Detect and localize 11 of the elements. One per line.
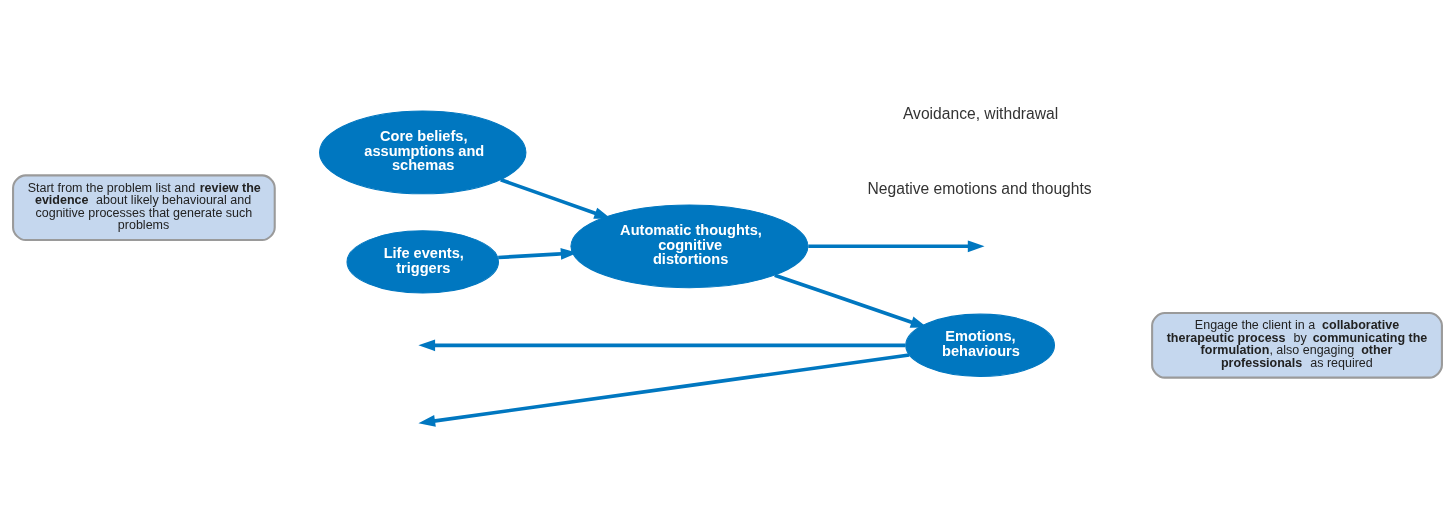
node-box: Engage the client in a collaborative therapeutic process by communicating the formulation, also engaging other professionals as required	[1151, 311, 1443, 379]
node-ellipse: Automatic thoughts, cognitive distortions	[570, 203, 809, 288]
arrow	[418, 338, 906, 351]
node-box: Start from the problem list and review the evidence about likely behavioural and cognitive processes that generate such problems	[12, 173, 276, 241]
label: Negative emotions and thoughts	[867, 179, 1092, 197]
arrow	[418, 352, 910, 427]
node-ellipse: Life events, triggers	[346, 229, 499, 294]
arrow	[500, 177, 611, 219]
arrow	[808, 239, 985, 252]
node-ellipse: Core beliefs, assumptions and schemas	[319, 110, 527, 194]
label: Avoidance, withdrawal	[902, 104, 1059, 122]
